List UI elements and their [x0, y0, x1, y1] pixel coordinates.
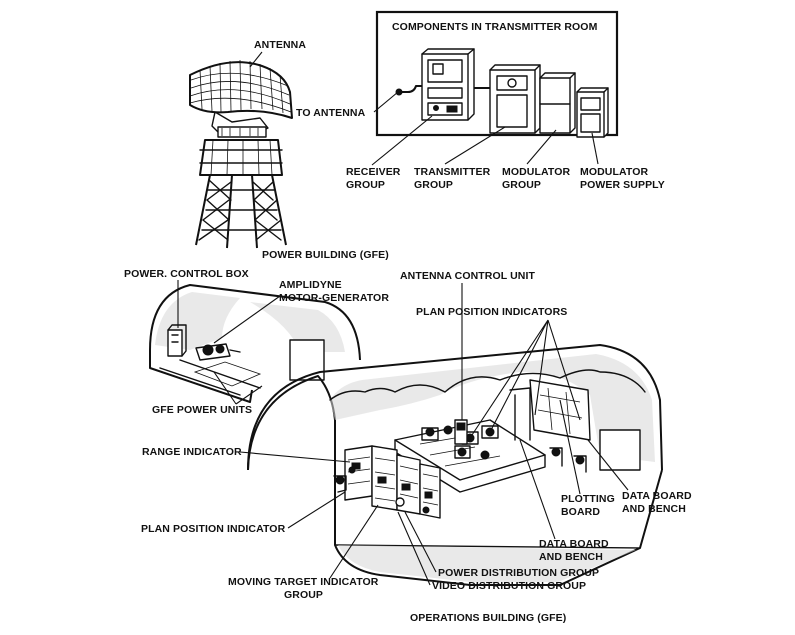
label-modulator-group-1: MODULATOR — [502, 166, 570, 178]
leader-gfe-power-units — [213, 371, 263, 405]
label-plotting-board-1: PLOTTING — [561, 493, 615, 505]
label-modulator-power-supply-2: POWER SUPPLY — [580, 179, 665, 191]
label-plotting-board-2: BOARD — [561, 506, 600, 518]
label-video-distribution-group: VIDEO DISTRIBUTION GROUP — [432, 580, 586, 592]
label-plan-position-indicators: PLAN POSITION INDICATORS — [416, 306, 567, 318]
label-moving-target-1: MOVING TARGET INDICATOR — [228, 576, 379, 588]
leader-to-antenna — [373, 91, 399, 113]
label-transmitter-group-1: TRANSMITTER — [414, 166, 491, 178]
leader-range-indicator — [239, 451, 351, 463]
leader-data-board-bench-right — [587, 439, 629, 491]
leader-data-board-bench-mid — [519, 439, 556, 540]
label-plan-position-indicator: PLAN POSITION INDICATOR — [141, 523, 286, 535]
leader-receiver — [371, 115, 433, 166]
transmitter-room-panel: COMPONENTS IN TRANSMITTER ROOM — [375, 10, 619, 138]
power-building — [149, 284, 361, 403]
leader-antenna — [249, 51, 263, 68]
label-data-board-bench-right-2: AND BENCH — [622, 503, 686, 515]
label-power-distribution-group: POWER DISTRIBUTION GROUP — [438, 567, 599, 579]
leader-modulator-power-supply — [591, 132, 599, 165]
label-transmitter-group-2: GROUP — [414, 179, 453, 191]
label-receiver-group-2: GROUP — [346, 179, 385, 191]
label-operations-building: OPERATIONS BUILDING (GFE) — [410, 612, 566, 624]
label-modulator-power-supply-1: MODULATOR — [580, 166, 648, 178]
label-power-building: POWER BUILDING (GFE) — [262, 249, 389, 261]
leader-moving-target — [329, 504, 379, 579]
label-to-antenna: TO ANTENNA — [296, 107, 366, 119]
leader-power-distribution-group — [404, 511, 437, 573]
label-data-board-bench-right-1: DATA BOARD — [622, 490, 692, 502]
label-power-control-box: POWER. CONTROL BOX — [124, 268, 249, 280]
leader-modulator — [526, 129, 557, 165]
label-amplidyne-2: MOTOR-GENERATOR — [279, 292, 389, 304]
label-receiver-group-1: RECEIVER — [346, 166, 401, 178]
leader-plan-position-indicators — [469, 319, 581, 439]
label-data-board-bench-mid-2: AND BENCH — [539, 551, 603, 563]
label-amplidyne-1: AMPLIDYNE — [279, 279, 342, 291]
label-modulator-group-2: GROUP — [502, 179, 541, 191]
antenna-tower — [189, 59, 293, 249]
label-range-indicator: RANGE INDICATOR — [142, 446, 242, 458]
leader-plotting-board — [559, 399, 581, 495]
label-moving-target-2: GROUP — [284, 589, 323, 601]
leader-video-distribution-group — [397, 511, 431, 586]
label-data-board-bench-mid-1: DATA BOARD — [539, 538, 609, 550]
label-components-title: COMPONENTS IN TRANSMITTER ROOM — [392, 21, 598, 33]
label-gfe-power-units: GFE POWER UNITS — [152, 404, 252, 416]
operations-building — [247, 344, 663, 586]
leader-amplidyne — [213, 295, 281, 344]
leader-transmitter — [444, 126, 506, 165]
label-antenna: ANTENNA — [254, 39, 306, 51]
leader-plan-position-indicator — [287, 491, 346, 529]
label-antenna-control-unit: ANTENNA CONTROL UNIT — [400, 270, 535, 282]
